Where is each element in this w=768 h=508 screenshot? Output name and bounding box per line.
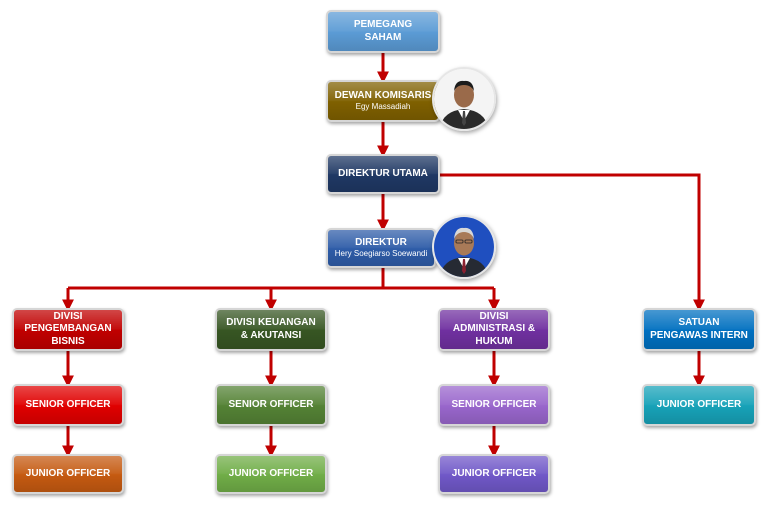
node-direktur: DIREKTUR Hery Soegiarso Soewandi [326,228,436,268]
node-person-name: Egy Massadiah [355,101,411,111]
node-person-name: Hery Soegiarso Soewandi [334,248,428,258]
node-senior-officer: SENIOR OFFICER [12,384,124,426]
node-dewan-komisaris: DEWAN KOMISARIS Egy Massadiah [326,80,440,122]
komisaris-photo [432,67,496,131]
node-junior-officer: JUNIOR OFFICER [438,454,550,494]
node-direktur-utama: DIREKTUR UTAMA [326,154,440,194]
node-divisi-pengembangan-bisnis: DIVISI PENGEMBANGAN BISNIS [12,308,124,351]
node-label: DEWAN KOMISARIS [334,90,432,102]
line-utama-satuan [440,173,705,312]
node-label: JUNIOR OFFICER [656,398,742,410]
node-divisi-administrasi: DIVISI ADMINISTRASI & HUKUM [438,308,550,351]
node-label: DIVISI PENGEMBANGAN BISNIS [24,310,112,347]
node-junior-officer: JUNIOR OFFICER [642,384,756,426]
node-junior-officer: JUNIOR OFFICER [215,454,327,494]
node-label: DIREKTUR [355,237,407,249]
node-label: SATUAN PENGAWAS INTERN [650,317,748,341]
node-label: DIVISI ADMINISTRASI & HUKUM [452,310,536,347]
node-pemegang-saham: PEMEGANG SAHAM [326,10,440,53]
node-label: PEMEGANG SAHAM [353,19,413,43]
node-label: SENIOR OFFICER [451,398,537,410]
node-label: JUNIOR OFFICER [25,467,111,479]
direktur-photo [432,215,496,279]
person-portrait-icon [434,69,494,129]
node-senior-officer: SENIOR OFFICER [215,384,327,426]
node-label: JUNIOR OFFICER [228,467,314,479]
node-satuan-pengawas-intern: SATUAN PENGAWAS INTERN [642,308,756,351]
node-label: DIVISI KEUANGAN & AKUTANSI [226,317,316,341]
person-portrait-icon [434,217,494,277]
node-label: SENIOR OFFICER [228,398,314,410]
node-junior-officer: JUNIOR OFFICER [12,454,124,494]
node-label: JUNIOR OFFICER [451,467,537,479]
node-divisi-keuangan: DIVISI KEUANGAN & AKUTANSI [215,308,327,351]
node-label: DIREKTUR UTAMA [338,167,428,179]
node-senior-officer: SENIOR OFFICER [438,384,550,426]
node-label: SENIOR OFFICER [25,398,111,410]
